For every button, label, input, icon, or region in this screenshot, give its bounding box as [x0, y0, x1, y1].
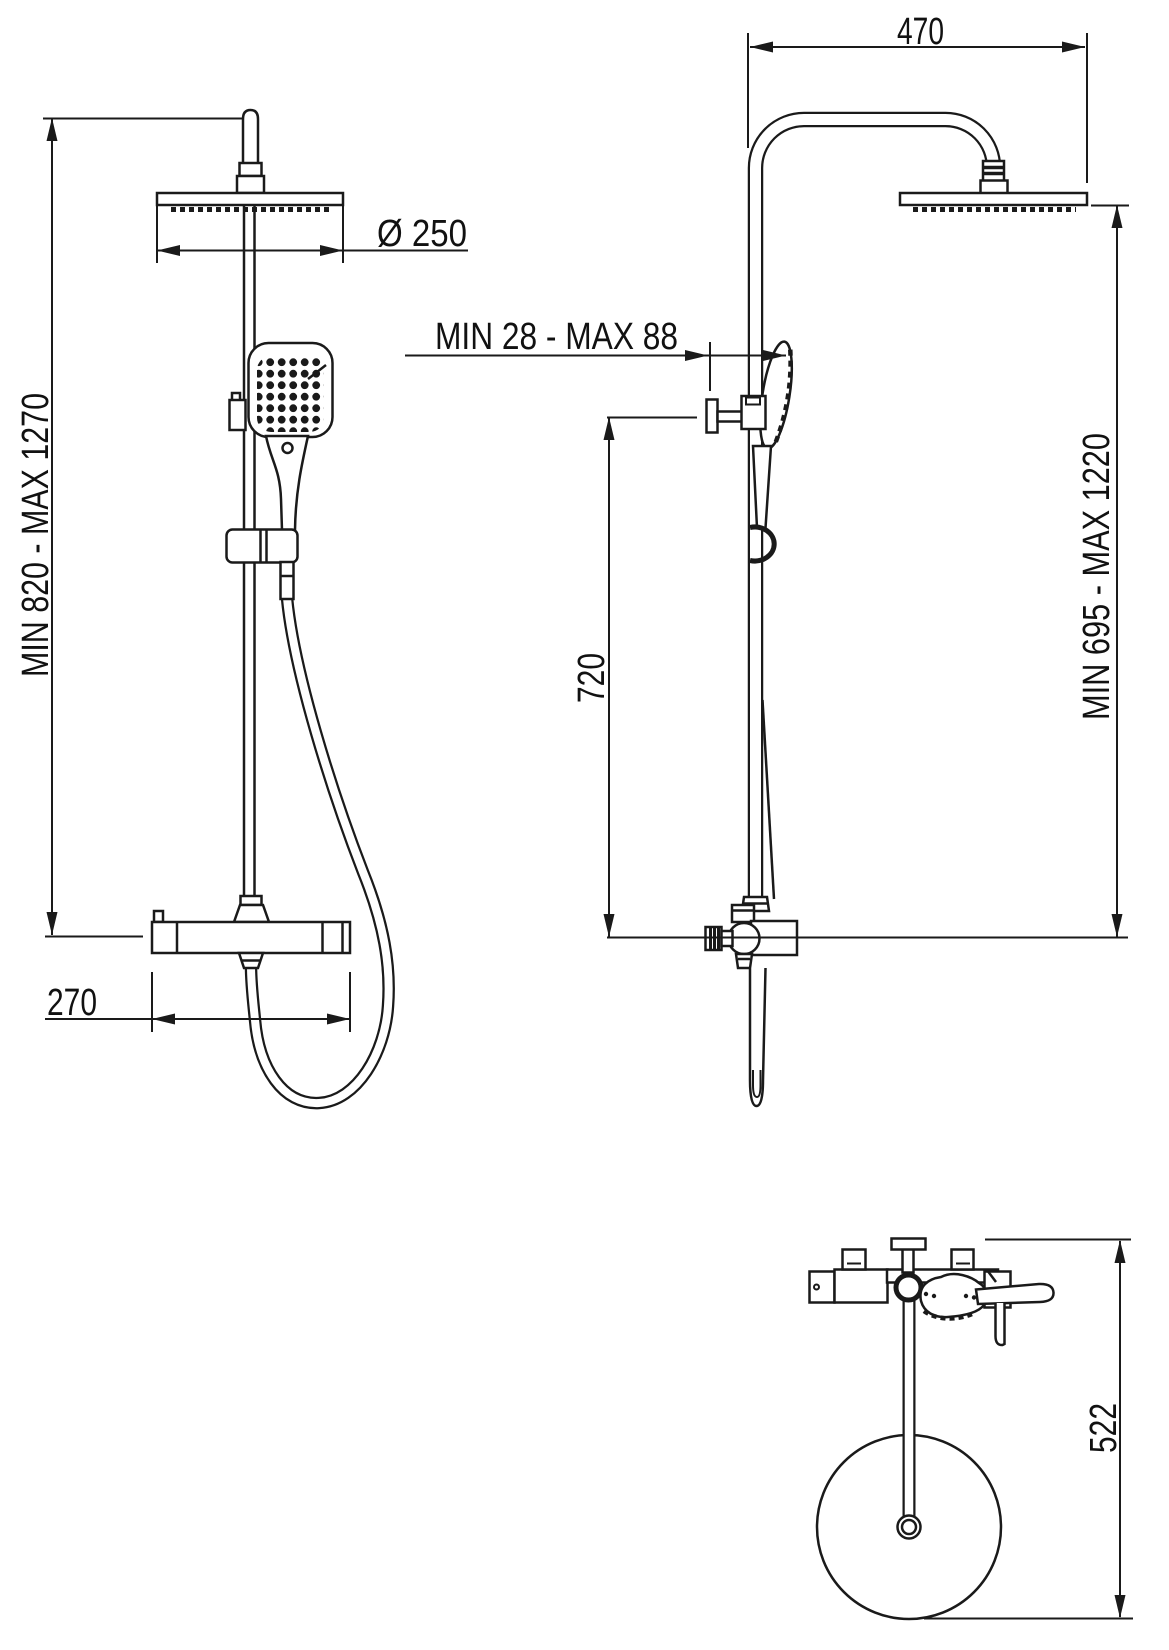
dim-head-diameter: Ø 250	[156, 206, 468, 263]
dim-label-mixer-width: 270	[47, 982, 97, 1024]
coil-center-ring-inner	[900, 1518, 918, 1536]
mixer-valve-front	[150, 894, 352, 970]
dim-label-wall-offset: MIN 28 - MAX 88	[435, 316, 678, 358]
riser-pipe	[747, 111, 1002, 906]
handle-hole	[281, 441, 294, 455]
pipe-collar	[238, 161, 263, 178]
spray-tick	[307, 364, 327, 380]
front-view: MIN 820 - MAX 1270 Ø 250 270	[15, 108, 468, 1110]
bottom-view: 522	[808, 1237, 1133, 1621]
wall-bracket	[705, 394, 767, 434]
pipe-top-cap	[241, 108, 260, 178]
dim-mixer-width: 270	[45, 972, 351, 1032]
dim-label-hose-drop: 522	[1083, 1403, 1125, 1453]
spray-face-dots	[257, 356, 324, 432]
dim-arm-width: 470	[747, 11, 1088, 183]
slider-bracket	[225, 528, 299, 564]
valve-plan	[808, 1237, 1055, 1347]
side-view: 470 MIN 28 - MAX 88 720 MIN 695 - MAX 12…	[405, 11, 1129, 1108]
dim-column-height: MIN 820 - MAX 1270	[15, 117, 243, 938]
dim-label-riser-height: MIN 695 - MAX 1220	[1076, 433, 1118, 720]
handle-side	[751, 444, 773, 530]
hose-below-valve	[748, 967, 767, 1108]
pipe-collar2	[235, 174, 266, 195]
lever-hook	[994, 1303, 1006, 1347]
dim-riser-height: MIN 695 - MAX 1220	[1076, 204, 1129, 937]
hose-hook-side	[749, 524, 777, 564]
hose-front	[244, 597, 395, 1110]
diverter-tbar	[890, 1237, 927, 1251]
hand-shower-front	[228, 341, 334, 532]
mixer-valve-side	[704, 895, 799, 970]
diverter-stem	[901, 1247, 915, 1274]
dim-rail-height: 720	[571, 416, 697, 937]
lever-handle	[974, 1282, 1055, 1306]
dim-wall-offset: MIN 28 - MAX 88	[405, 316, 786, 391]
dim-label-arm-width: 470	[897, 11, 944, 53]
rail-clip	[228, 398, 247, 432]
dim-hose-drop: 522	[924, 1238, 1133, 1620]
hose-connector	[279, 560, 295, 601]
dim-label-column-height: MIN 820 - MAX 1270	[15, 393, 57, 677]
arm-nut	[979, 159, 1009, 195]
hose-side-run	[761, 699, 776, 900]
pipe-socket	[893, 1272, 924, 1303]
overhead-plate-side	[898, 191, 1089, 207]
overhead-shower-plate	[155, 191, 345, 207]
plan-nozzles	[922, 1309, 973, 1321]
dim-label-head-diameter: Ø 250	[377, 213, 467, 255]
dim-label-rail-height: 720	[571, 653, 613, 703]
